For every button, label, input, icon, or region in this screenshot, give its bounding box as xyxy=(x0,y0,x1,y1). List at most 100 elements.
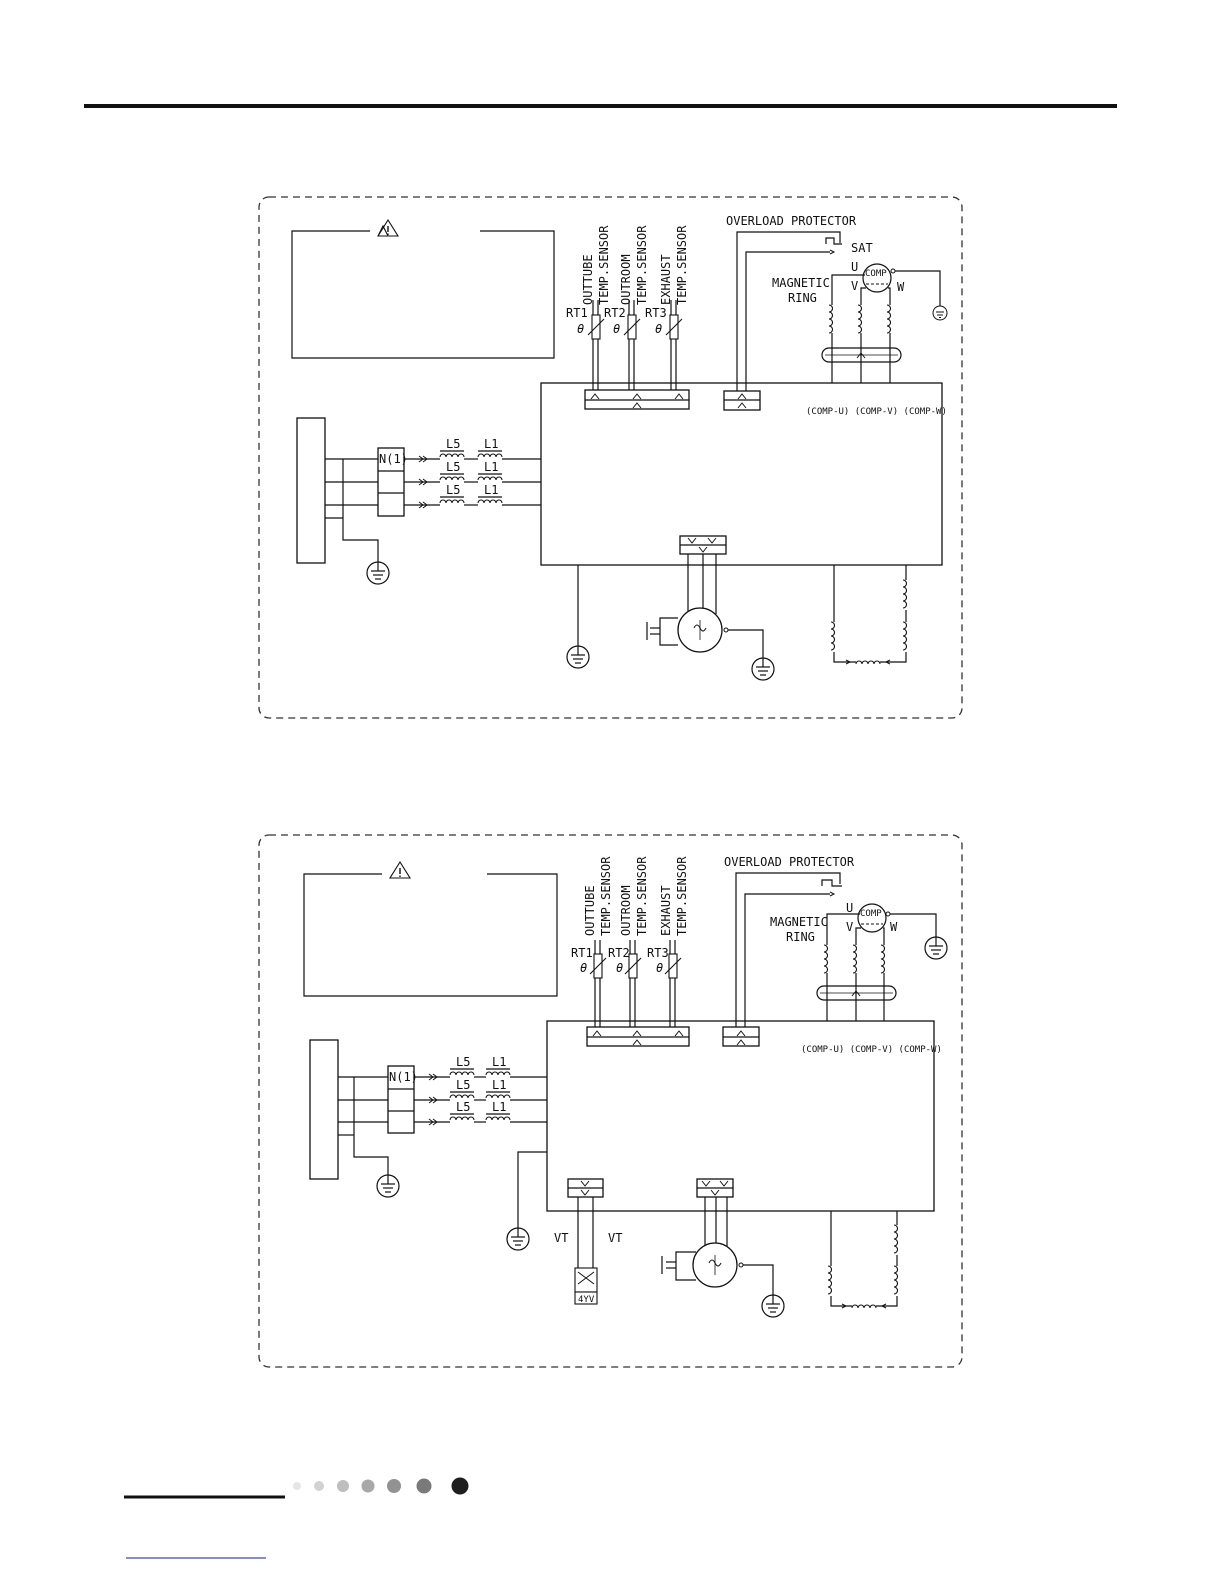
footer-dot xyxy=(361,1479,375,1493)
rt2-label-2: RT2 xyxy=(608,946,630,960)
footer-dot xyxy=(451,1477,469,1495)
overload-protector-label-2: OVERLOAD PROTECTOR xyxy=(724,855,855,869)
warning-box xyxy=(291,218,555,359)
reactor2-coil-1-icon xyxy=(827,1265,833,1295)
wiring-diagram-1: OUTTUBE TEMP.SENSOR OUTROOM TEMP.SENSOR … xyxy=(258,196,963,719)
sensor2-label-rt3-line2: TEMP.SENSOR xyxy=(675,856,689,936)
terminal-n-label: N(1) xyxy=(379,452,408,466)
sensor-label-rt3-line2: TEMP.SENSOR xyxy=(675,225,689,305)
inductor2-l5-3-icon xyxy=(449,1116,475,1121)
filter2-l1-label-2: L1 xyxy=(492,1078,506,1092)
phase-w-label-2: W xyxy=(890,920,898,934)
reactor-coil-3-icon xyxy=(902,579,908,609)
phase-w-label: W xyxy=(897,280,905,294)
power-terminal-strip xyxy=(296,417,326,564)
compressor-icon-2 xyxy=(857,903,891,933)
rt3-label-2: RT3 xyxy=(647,946,669,960)
footer-dot xyxy=(293,1482,301,1490)
compressor-icon xyxy=(862,263,896,293)
terminal-block xyxy=(377,447,405,517)
inductor-l5-2-icon xyxy=(439,476,465,481)
overload-switch-icon xyxy=(821,879,842,887)
warning-triangle-icon xyxy=(377,218,399,237)
phase-v-label: V xyxy=(851,279,858,293)
footer-dots xyxy=(293,1477,469,1495)
inductor-l5-3-icon xyxy=(439,499,465,504)
comp-terminals-label: (COMP-U) (COMP-V) (COMP-W) xyxy=(806,407,947,417)
sensor2-label-rt2-line2: TEMP.SENSOR xyxy=(635,856,649,936)
power-ground-icon xyxy=(366,561,390,585)
phase-v-label-2: V xyxy=(846,920,853,934)
terminal-n-label-2: N(1) xyxy=(389,1070,418,1084)
reactor2-coil-3-icon xyxy=(893,1224,899,1254)
footer-dot xyxy=(314,1481,324,1491)
board-ground-icon xyxy=(566,645,590,669)
thermistor-rt2-icon xyxy=(623,314,641,340)
sensor-label-rt2-line1: OUTROOM xyxy=(619,254,633,305)
inductor2-l1-1-icon xyxy=(485,1071,511,1076)
theta-rt3-2: θ xyxy=(656,961,663,975)
sensor-label-rt1-line2: TEMP.SENSOR xyxy=(597,225,611,305)
reactor-coil-4-icon xyxy=(855,660,881,665)
sensor2-label-rt1-line2: TEMP.SENSOR xyxy=(599,856,613,936)
power-ground-icon-2 xyxy=(376,1174,400,1198)
phase-u-label: U xyxy=(851,260,858,274)
board-ground-icon-2 xyxy=(506,1227,530,1251)
main-control-board-2 xyxy=(546,1020,935,1212)
theta-rt1-2: θ xyxy=(580,961,587,975)
magnetic-ring-icon xyxy=(821,347,902,363)
thermistor-rt1-icon xyxy=(587,314,605,340)
magnetic-ring-label-2: RING xyxy=(788,291,817,305)
magnetic-ring-icon-2 xyxy=(816,985,897,1001)
fan-motor-icon xyxy=(677,607,729,653)
inductor2-l1-3-icon xyxy=(485,1116,511,1121)
fan-ground-icon-2 xyxy=(761,1294,785,1318)
thermistor-rt3-icon xyxy=(665,314,683,340)
inductor2-l5-1-icon xyxy=(449,1071,475,1076)
inductor2-l5-2-icon xyxy=(449,1094,475,1099)
theta-rt3: θ xyxy=(655,322,662,336)
rt1-label-2: RT1 xyxy=(571,946,593,960)
fan-motor-icon-2 xyxy=(692,1242,744,1288)
filter2-l5-label-3: L5 xyxy=(456,1100,470,1114)
magnetic-ring-label-2b: RING xyxy=(786,930,815,944)
sat-switch-icon xyxy=(825,237,842,245)
inductor-l1-3-icon xyxy=(477,499,503,504)
filter-l1-label-1: L1 xyxy=(484,437,498,451)
wiring-diagram-2: OUTTUBE TEMP.SENSOR OUTROOM TEMP.SENSOR … xyxy=(258,834,963,1368)
magnetic-ring-label-1: MAGNETIC xyxy=(772,276,830,290)
rt2-label: RT2 xyxy=(604,306,626,320)
comp-label-2: COMP xyxy=(860,909,882,919)
warning-triangle-icon-2 xyxy=(389,860,411,879)
sensor-label-rt1-line1: OUTTUBE xyxy=(581,254,595,305)
sensor-label-rt3-line1: EXHAUST xyxy=(659,254,673,305)
filter2-l5-label-2: L5 xyxy=(456,1078,470,1092)
fan-ground-icon xyxy=(751,657,775,681)
footer-dot xyxy=(387,1479,401,1493)
filter-l5-label-2: L5 xyxy=(446,460,460,474)
filter2-l1-label-1: L1 xyxy=(492,1055,506,1069)
comp-label: COMP xyxy=(865,269,887,279)
sensor2-label-rt2-line1: OUTROOM xyxy=(619,885,633,936)
inductor-l1-1-icon xyxy=(477,453,503,458)
footer-dot xyxy=(416,1478,432,1494)
inductor2-l1-2-icon xyxy=(485,1094,511,1099)
diagram-2-frame xyxy=(258,834,963,1368)
sat-label: SAT xyxy=(851,241,873,255)
theta-rt2: θ xyxy=(613,322,620,336)
sensor2-label-rt1-line1: OUTTUBE xyxy=(583,885,597,936)
rt3-label: RT3 xyxy=(645,306,667,320)
footer-dot xyxy=(337,1480,349,1492)
sensor2-label-rt3-line1: EXHAUST xyxy=(659,885,673,936)
diagram-1-frame xyxy=(258,196,963,719)
reactor2-coil-2-icon xyxy=(893,1265,899,1295)
reactor2-coil-4-icon xyxy=(851,1304,877,1309)
inductor-l5-1-icon xyxy=(439,453,465,458)
warning-box-2 xyxy=(303,860,558,997)
theta-rt1: θ xyxy=(577,322,584,336)
four-way-valve-icon xyxy=(574,1267,598,1305)
vt-right-label: VT xyxy=(608,1231,622,1245)
reactor-coil-2-icon xyxy=(902,621,908,651)
filter2-l5-label-1: L5 xyxy=(456,1055,470,1069)
